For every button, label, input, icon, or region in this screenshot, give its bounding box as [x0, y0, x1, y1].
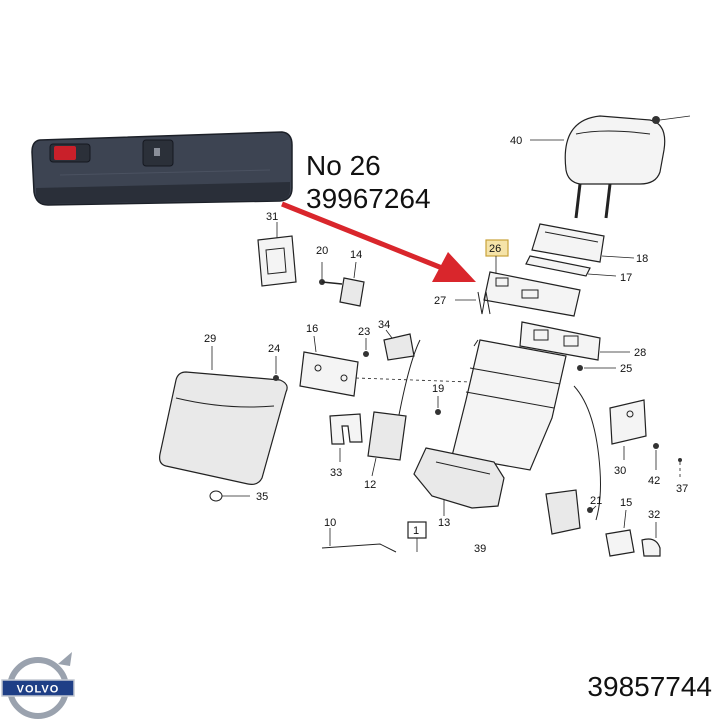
part-10-1-39: [321, 521, 427, 553]
volvo-logo: VOLVO: [1, 652, 75, 719]
callout-33: 33: [330, 467, 342, 479]
callout-26-box: [485, 239, 509, 257]
callout-14: 14: [350, 249, 362, 261]
annotation-line1: No 26: [306, 150, 381, 181]
part-16-plate: [299, 335, 471, 397]
callout-1: 1: [413, 525, 419, 537]
part-number: 39857744: [587, 671, 712, 702]
callout-39: 39: [474, 543, 486, 555]
callout-10: 10: [324, 517, 336, 529]
part-30: [609, 399, 647, 460]
part-27-spring: [455, 291, 491, 315]
callout-24: 24: [268, 343, 280, 355]
seat-frame: [391, 339, 601, 521]
callout-19: 19: [432, 383, 444, 395]
part-35: [209, 490, 250, 502]
callout-20: 20: [316, 245, 328, 257]
red-latch-icon: [54, 146, 76, 160]
part-31: [257, 222, 297, 287]
part-19: [435, 396, 441, 415]
callout-16: 16: [306, 323, 318, 335]
callout-28: 28: [634, 347, 646, 359]
callout-12: 12: [364, 479, 376, 491]
callout-17: 17: [620, 272, 632, 284]
part-21-15-32: [545, 489, 661, 557]
part-12: [367, 411, 407, 477]
part-28: [519, 321, 630, 361]
callout-21: 21: [590, 495, 602, 507]
part-20-screw: [319, 262, 343, 285]
callout-13: 13: [438, 517, 450, 529]
part-42-37: [653, 443, 682, 478]
annotation-line2: 39967264: [306, 183, 431, 214]
callout-32: 32: [648, 509, 660, 521]
volvo-logo-text: VOLVO: [17, 684, 60, 696]
part-13: [413, 447, 505, 516]
callout-30: 30: [614, 465, 626, 477]
red-arrow: [281, 201, 476, 282]
callout-42: 42: [648, 475, 660, 487]
armrest-photo: [31, 131, 293, 206]
part-33: [329, 413, 363, 462]
callout-27: 27: [434, 295, 446, 307]
callout-26: 26: [489, 243, 501, 255]
callout-35: 35: [256, 491, 268, 503]
part-26-cover: [483, 239, 581, 317]
part-18: [531, 223, 635, 263]
callout-31: 31: [266, 211, 278, 223]
callout-29: 29: [204, 333, 216, 345]
part-23-34: [363, 329, 415, 361]
callout-18: 18: [636, 253, 648, 265]
part-25: [577, 365, 616, 371]
part-17: [525, 255, 617, 277]
callout-40: 40: [510, 135, 522, 147]
callout-34: 34: [378, 319, 390, 331]
callout-37: 37: [676, 483, 688, 495]
part-24: [273, 356, 279, 381]
part-29-cushion: [159, 346, 288, 485]
callout-25: 25: [620, 363, 632, 375]
part-14: [339, 261, 365, 307]
callout-23: 23: [358, 326, 370, 338]
part-40-headrest: [530, 115, 691, 219]
callout-15: 15: [620, 497, 632, 509]
